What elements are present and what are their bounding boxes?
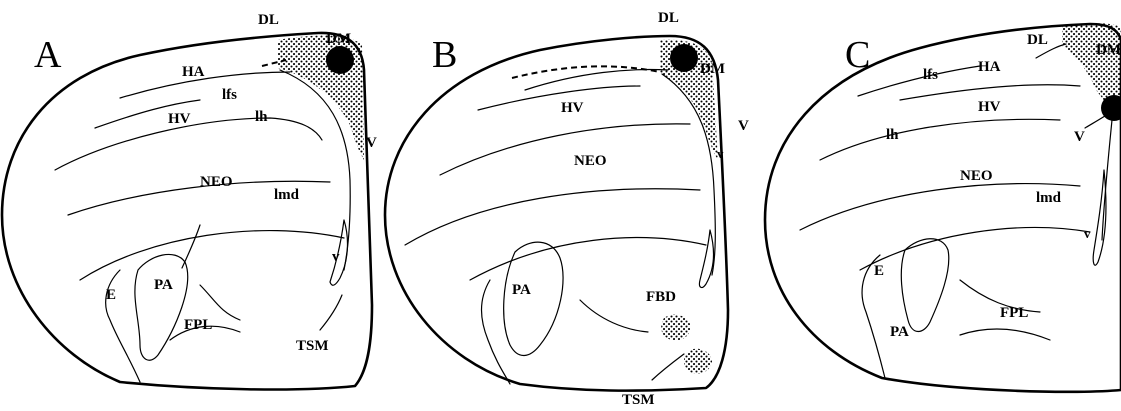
panel-a-label-fpl: FPL <box>184 317 212 333</box>
panel-c-label-v-upper: V <box>1074 129 1085 145</box>
panel-c-brain-outline <box>765 24 1121 392</box>
panel-a-pa-shape <box>135 254 188 360</box>
panel-letter-a: A <box>34 34 62 76</box>
panel-c-label-lfs: lfs <box>923 67 938 83</box>
panel-b-label-tsm: TSM <box>622 392 655 408</box>
panel-a-label-ha: HA <box>182 64 205 80</box>
panel-b-label-hv: HV <box>561 100 584 116</box>
panel-a-label-dl: DL <box>258 12 279 28</box>
panel-a-label-dm: DM <box>326 31 351 47</box>
panel-a-lesion-blob <box>326 46 354 74</box>
panel-a-pa-inner <box>182 225 200 268</box>
panel-c-fpl-lower <box>960 329 1050 340</box>
panel-b-ventricle <box>699 230 713 287</box>
panel-c-label-ha: HA <box>978 59 1001 75</box>
panel-c-label-lmd: lmd <box>1036 190 1062 206</box>
panel-c-label-hv: HV <box>978 99 1001 115</box>
panel-a-label-lmd: lmd <box>274 187 300 203</box>
panel-a-label-lh: lh <box>255 109 268 125</box>
panel-b-lesion-blob <box>670 44 698 72</box>
panel-c-lfs-curve <box>858 66 980 96</box>
panel-letter-c: C <box>845 34 870 76</box>
panel-c: C DL DM lfs HA HV lh V NEO lmd v E FPL P… <box>765 23 1121 392</box>
panel-c-label-lh: lh <box>886 127 899 143</box>
panel-a-label-pa: PA <box>154 277 173 293</box>
panel-b-fbd-stipple <box>661 315 690 341</box>
panel-c-label-pa: PA <box>890 324 909 340</box>
panel-b-lower-curve <box>470 238 706 280</box>
panel-a-tsm-line <box>320 295 342 330</box>
panel-b-tsm-stipple <box>684 349 712 374</box>
panel-b-tsm-arrow <box>652 354 684 380</box>
panel-b-pa-shape <box>504 242 563 355</box>
panel-a: A DL DM HA lfs HV lh V NEO lmd v PA E F <box>2 12 377 389</box>
panel-a-label-hv: HV <box>168 111 191 127</box>
panel-b-label-dm: DM <box>700 61 725 77</box>
panel-c-label-dm: DM <box>1096 42 1121 58</box>
panel-b-dl-border <box>512 66 660 78</box>
panel-letter-b: B <box>432 34 457 76</box>
panel-c-label-dl: DL <box>1027 32 1048 48</box>
panel-b-lmd-curve <box>405 189 700 245</box>
panel-b-label-pa: PA <box>512 282 531 298</box>
panel-c-ha-curve <box>900 85 1080 100</box>
panel-a-ha-curve <box>120 72 290 98</box>
panel-b-label-neo: NEO <box>574 153 607 169</box>
panel-c-label-v-lower: v <box>1084 226 1091 241</box>
panel-a-fpl-upper <box>200 285 240 320</box>
panel-c-ventricle <box>1093 170 1106 265</box>
panel-a-lmd-lower <box>80 231 344 280</box>
panel-c-lh-curve <box>820 119 1060 160</box>
panel-c-label-neo: NEO <box>960 168 993 184</box>
panel-b-hv-curve <box>478 86 640 110</box>
panel-c-lower-curve <box>860 228 1090 270</box>
panel-c-pa-shape <box>901 239 948 332</box>
panel-c-v-arrow <box>1085 114 1108 128</box>
panel-b-fpl-curve <box>580 300 648 332</box>
panel-b-label-fbd: FBD <box>646 289 676 305</box>
panel-a-label-tsm: TSM <box>296 338 329 354</box>
panel-a-brain-outline <box>2 33 372 390</box>
panel-a-label-v-upper: V <box>366 135 377 151</box>
panel-b-label-v-lower: v <box>717 146 724 161</box>
panel-b-label-dl: DL <box>658 10 679 26</box>
panel-b-lh-curve <box>440 124 690 175</box>
panel-b-label-v-upper: V <box>738 118 749 134</box>
panel-c-label-fpl: FPL <box>1000 305 1028 321</box>
panel-b: B DL DM HV V v NEO PA FBD TSM <box>385 10 749 408</box>
panel-a-label-lfs: lfs <box>222 87 237 103</box>
panel-a-label-neo: NEO <box>200 174 233 190</box>
panel-b-ha-curve <box>525 70 668 90</box>
panel-a-label-v-lower: v <box>332 249 340 265</box>
panel-c-label-e: E <box>874 263 884 279</box>
panel-a-label-e: E <box>106 287 116 303</box>
